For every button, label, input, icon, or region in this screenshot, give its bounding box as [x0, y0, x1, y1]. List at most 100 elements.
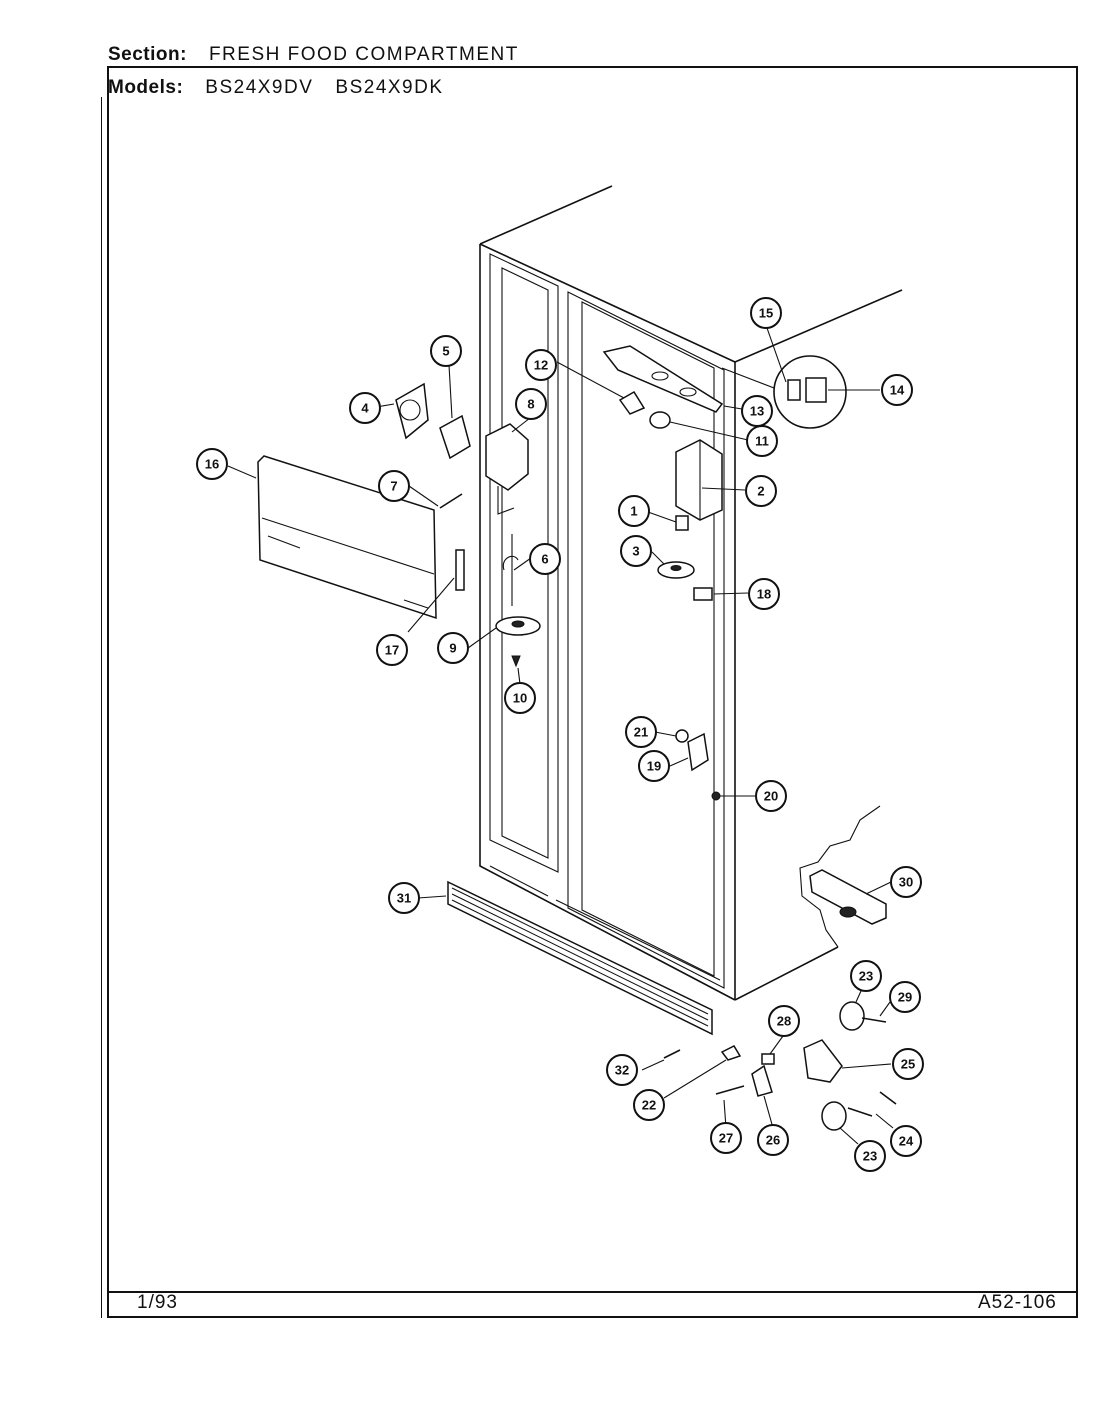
part-7-clip [439, 493, 463, 509]
callout-28: 28 [768, 1005, 800, 1037]
callout-circle [620, 535, 652, 567]
callout-number: 1 [630, 504, 637, 519]
callout-30: 30 [890, 866, 922, 898]
part-24-bolt [847, 1107, 873, 1117]
callout-number: 24 [899, 1134, 914, 1149]
callout-20: 20 [755, 780, 787, 812]
callout-number: 4 [361, 401, 369, 416]
model-2: BS24X9DK [335, 77, 444, 98]
callout-6: 6 [529, 543, 561, 575]
callout-2: 2 [745, 475, 777, 507]
part-17-hinge [455, 549, 465, 591]
callout-16: 16 [196, 448, 228, 480]
callout-circle [741, 395, 773, 427]
callout-number: 30 [899, 875, 913, 890]
callout-circle [854, 1140, 886, 1172]
part-31-grille [447, 880, 713, 1036]
part-27-screw [715, 1085, 745, 1095]
callout-13: 13 [741, 395, 773, 427]
part-14-socket [805, 377, 827, 403]
callout-number: 16 [205, 457, 219, 472]
callout-circle [881, 374, 913, 406]
callout-circle [768, 1005, 800, 1037]
callout-number: 12 [534, 358, 548, 373]
callout-number: 21 [634, 725, 648, 740]
callout-number: 17 [385, 643, 399, 658]
section-line: Section: FRESH FOOD COMPARTMENT [108, 44, 541, 66]
callout-number: 22 [642, 1098, 656, 1113]
callout-number: 20 [764, 789, 778, 804]
cabinet-illustration [479, 185, 903, 1001]
callout-5: 5 [430, 335, 462, 367]
callout-number: 2 [757, 484, 764, 499]
part-15-bulb-cap [787, 379, 801, 401]
detail-circle [773, 355, 847, 429]
part-10-screw [511, 655, 521, 668]
part-30-bracket [809, 869, 887, 925]
callout-circle [437, 632, 469, 664]
callout-8: 8 [515, 388, 547, 420]
callout-circle [633, 1089, 665, 1121]
callout-circle [196, 448, 228, 480]
callout-circle [504, 682, 536, 714]
callout-circle [606, 1054, 638, 1086]
callout-number: 3 [632, 544, 639, 559]
leader-lines [227, 327, 894, 1145]
callout-number: 28 [777, 1014, 791, 1029]
callout-circle [889, 981, 921, 1013]
callout-circle [515, 388, 547, 420]
callout-circle [618, 495, 650, 527]
callout-group: 1234567891011121314151617181920212223232… [196, 297, 924, 1172]
callout-circle [430, 335, 462, 367]
callout-number: 29 [898, 990, 912, 1005]
part-12-socket [618, 390, 646, 415]
callout-number: 14 [890, 383, 905, 398]
part-8-housing [485, 423, 529, 491]
part-18-sensor [693, 587, 713, 601]
callout-7: 7 [378, 470, 410, 502]
part-19-bracket [687, 732, 709, 772]
callout-circle [529, 543, 561, 575]
callout-15: 15 [750, 297, 782, 329]
callout-number: 27 [719, 1131, 733, 1146]
part-32-screw [663, 1049, 681, 1059]
callout-23: 23 [850, 960, 882, 992]
part-4-bracket [395, 382, 429, 440]
callout-26: 26 [757, 1124, 789, 1156]
part-23-roller-top [839, 1001, 865, 1031]
callout-25: 25 [892, 1048, 924, 1080]
callout-circle [748, 578, 780, 610]
callout-circle [892, 1048, 924, 1080]
callout-circle [525, 349, 557, 381]
callout-21: 21 [625, 716, 657, 748]
callout-number: 32 [615, 1063, 629, 1078]
part-29-bolt [861, 1017, 887, 1023]
part-shapes [257, 345, 897, 1131]
part-25-bracket [803, 1039, 843, 1083]
callout-circle [890, 866, 922, 898]
callout-24: 24 [890, 1125, 922, 1157]
callout-circle [850, 960, 882, 992]
diagram-frame [107, 66, 1078, 1318]
callout-circle [625, 716, 657, 748]
callout-circle [378, 470, 410, 502]
callout-1: 1 [618, 495, 650, 527]
callout-number: 10 [513, 691, 527, 706]
callout-circle [750, 297, 782, 329]
callout-circle [710, 1122, 742, 1154]
section-value: FRESH FOOD COMPARTMENT [208, 44, 519, 65]
part-16-panel [257, 455, 437, 620]
callout-number: 23 [859, 969, 873, 984]
callout-circle [757, 1124, 789, 1156]
callout-22: 22 [633, 1089, 665, 1121]
callout-32: 32 [606, 1054, 638, 1086]
callout-number: 13 [750, 404, 764, 419]
section-label: Section: [108, 44, 187, 65]
callout-circle [349, 392, 381, 424]
callout-number: 26 [766, 1133, 780, 1148]
callout-circle [755, 780, 787, 812]
callout-number: 5 [442, 344, 449, 359]
callout-circle [745, 475, 777, 507]
callout-29: 29 [889, 981, 921, 1013]
